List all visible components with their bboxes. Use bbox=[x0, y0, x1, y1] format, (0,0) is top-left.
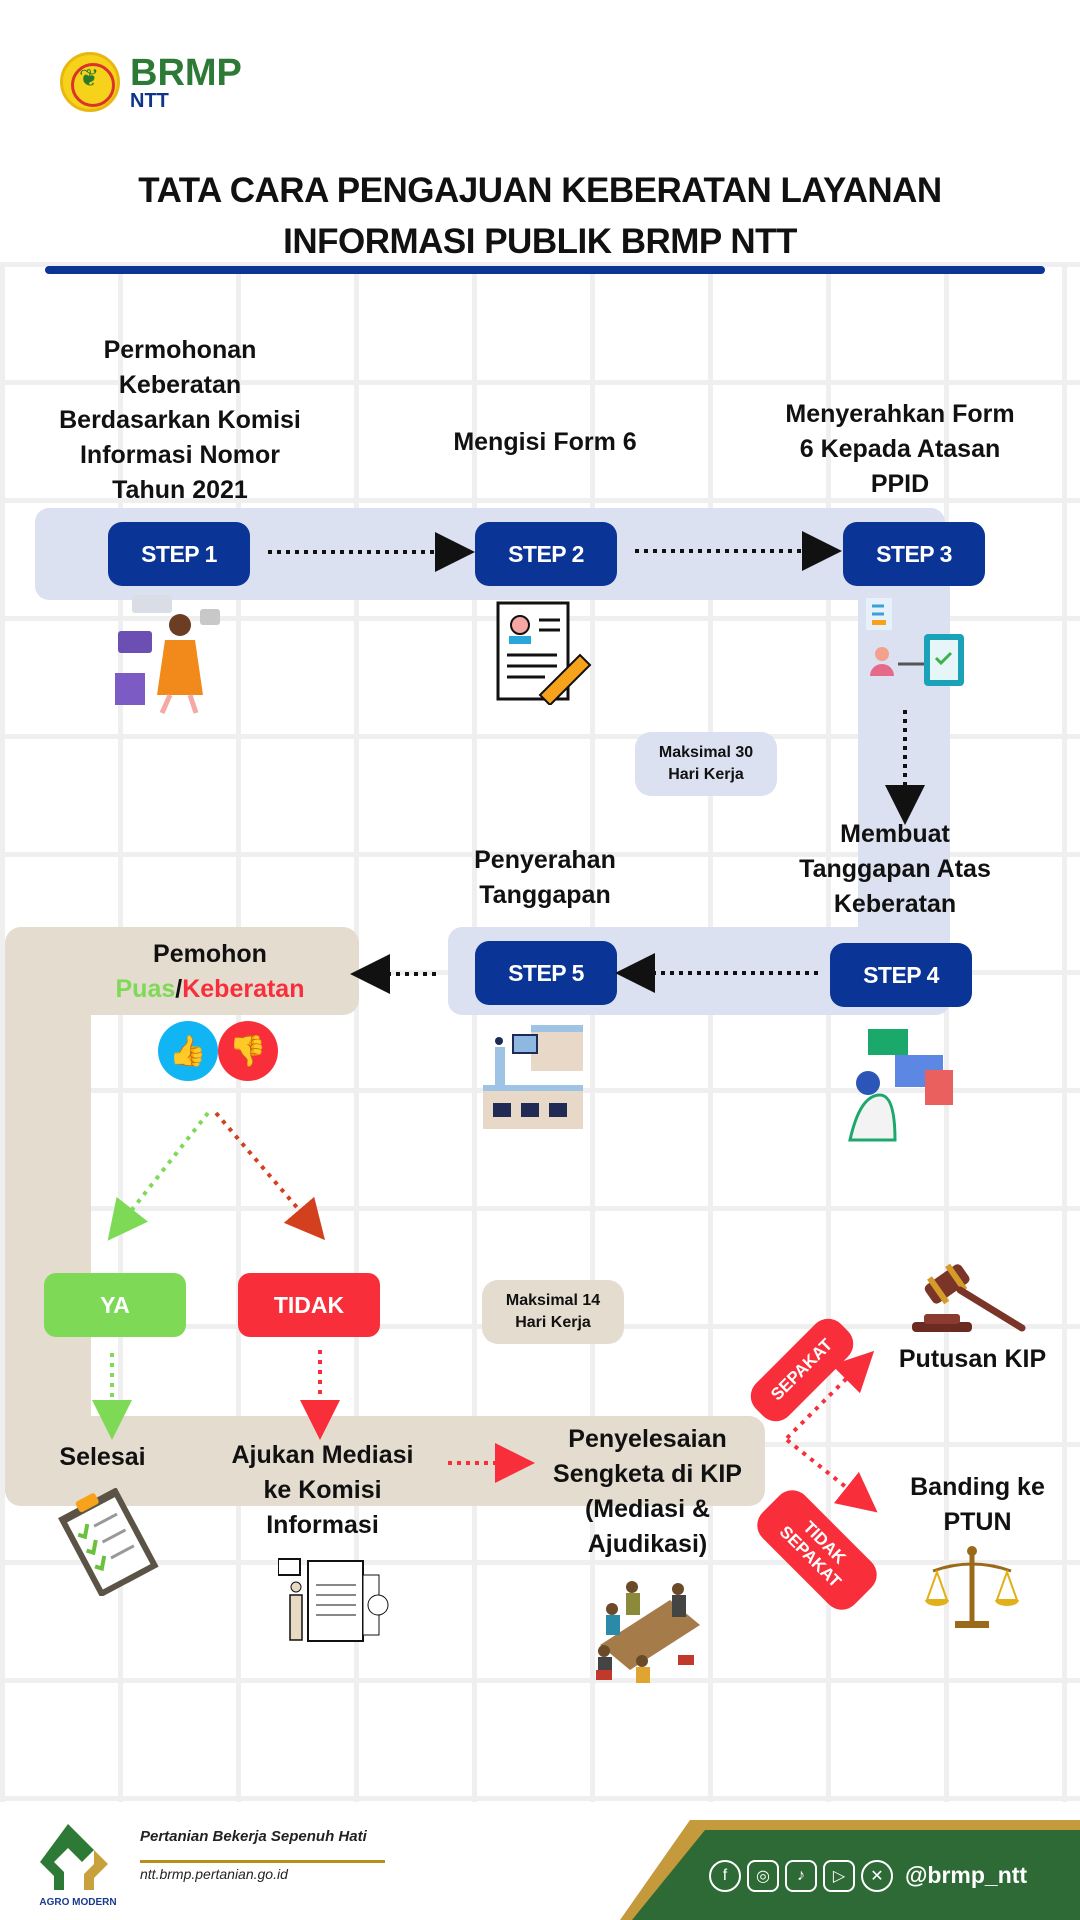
appeal-label: Banding ke PTUN bbox=[880, 1470, 1075, 1540]
yes-option: YA bbox=[44, 1273, 186, 1337]
dispute-line: Penyelesaian bbox=[568, 1425, 727, 1453]
form-pen-icon bbox=[495, 600, 595, 707]
thumbs-down-icon: 👎 bbox=[218, 1021, 278, 1081]
note-line: Maksimal 30 bbox=[658, 744, 754, 761]
logo-brand-text: BRMP bbox=[130, 52, 242, 94]
step1-desc-line: Permohonan bbox=[103, 336, 257, 364]
satisfied-text: Puas bbox=[115, 975, 176, 1003]
step3-desc-line: PPID bbox=[870, 470, 930, 498]
title-line-2: INFORMASI PUBLIK BRMP NTT bbox=[283, 222, 797, 261]
person-to-device-icon bbox=[862, 596, 972, 706]
agro-modern-emblem-icon bbox=[40, 1824, 108, 1894]
step3-desc-line: Menyerahkan Form bbox=[785, 400, 1015, 428]
dispute-line: Sengketa di KIP bbox=[553, 1460, 742, 1488]
step2-description: Mengisi Form 6 bbox=[395, 425, 695, 460]
footer-divider bbox=[140, 1860, 385, 1863]
mediation-line: ke Komisi bbox=[263, 1476, 382, 1504]
agro-label: AGRO MODERN bbox=[39, 1897, 117, 1908]
applicant-label: Pemohon bbox=[153, 940, 267, 968]
man-presenting-document-icon bbox=[277, 1555, 393, 1645]
gavel-icon bbox=[910, 1258, 1030, 1336]
applicant-status: Pemohon Puas/Keberatan bbox=[60, 937, 360, 1007]
logo-region-text: NTT bbox=[130, 90, 169, 112]
step3-description: Menyerahkan Form 6 Kepada Atasan PPID bbox=[750, 397, 1050, 502]
applicant-choice: Puas/Keberatan bbox=[60, 972, 360, 1007]
website-link[interactable]: ntt.brmp.pertanian.go.id bbox=[140, 1866, 288, 1882]
mediation-label: Ajukan Mediasi ke Komisi Informasi bbox=[200, 1438, 445, 1543]
ministry-emblem-icon bbox=[60, 52, 120, 112]
x-icon[interactable]: ✕ bbox=[861, 1860, 893, 1892]
step5-desc-line: Tanggapan bbox=[479, 881, 611, 909]
slogan-text: Pertanian Bekerja Sepenuh Hati bbox=[140, 1828, 367, 1845]
step-5-badge: STEP 5 bbox=[475, 941, 617, 1005]
mediation-line: Informasi bbox=[266, 1511, 379, 1539]
dispute-line: (Mediasi & bbox=[584, 1495, 711, 1523]
note-line: Hari Kerja bbox=[515, 1314, 591, 1331]
step4-desc-line: Tanggapan Atas bbox=[799, 855, 991, 883]
message-exchange-icon bbox=[483, 1017, 585, 1129]
step1-desc-line: Tahun 2021 bbox=[112, 476, 248, 504]
appeal-line: PTUN bbox=[943, 1508, 1012, 1536]
note-line: Maksimal 14 bbox=[505, 1292, 601, 1309]
brmp-logo: ❦ BRMP NTT bbox=[60, 50, 270, 120]
social-band bbox=[620, 1820, 1080, 1920]
separator-text: / bbox=[175, 975, 183, 1003]
step1-desc-line: Informasi Nomor bbox=[79, 441, 281, 469]
step-2-badge: STEP 2 bbox=[475, 522, 617, 586]
appeal-line: Banding ke bbox=[910, 1473, 1045, 1501]
step1-desc-line: Keberatan bbox=[118, 371, 242, 399]
step4-desc-line: Keberatan bbox=[833, 890, 957, 918]
meeting-table-icon bbox=[590, 1575, 705, 1685]
note-line: Hari Kerja bbox=[668, 766, 744, 783]
facebook-icon[interactable]: f bbox=[709, 1860, 741, 1892]
objection-text: Keberatan bbox=[182, 975, 305, 1003]
kip-decision-label: Putusan KIP bbox=[898, 1345, 1047, 1373]
rice-plant-icon: ❦ bbox=[78, 65, 100, 92]
step5-desc-line: Penyerahan bbox=[474, 846, 616, 874]
step4-desc-line: Membuat bbox=[840, 820, 950, 848]
dispute-line: Ajudikasi) bbox=[587, 1530, 708, 1558]
instagram-icon[interactable]: ◎ bbox=[747, 1860, 779, 1892]
step1-desc-line: Berdasarkan Komisi bbox=[59, 406, 301, 434]
title-line-1: TATA CARA PENGAJUAN KEBERATAN LAYANAN bbox=[138, 171, 942, 210]
tiktok-icon[interactable]: ♪ bbox=[785, 1860, 817, 1892]
step1-description: Permohonan Keberatan Berdasarkan Komisi … bbox=[30, 333, 330, 508]
done-label: Selesai bbox=[59, 1443, 146, 1471]
max-14-days-note: Maksimal 14 Hari Kerja bbox=[482, 1280, 624, 1344]
step5-description: Penyerahan Tanggapan bbox=[395, 843, 695, 913]
step2-desc-line: Mengisi Form 6 bbox=[453, 428, 637, 456]
step-3-badge: STEP 3 bbox=[843, 522, 985, 586]
step3-desc-line: 6 Kepada Atasan bbox=[799, 435, 1001, 463]
thumbs-up-icon: 👍 bbox=[158, 1021, 218, 1081]
woman-reviewing-documents-icon bbox=[840, 1025, 955, 1150]
mediation-line: Ajukan Mediasi bbox=[231, 1441, 414, 1469]
step-1-badge: STEP 1 bbox=[108, 522, 250, 586]
agro-modern-logo: AGRO MODERN bbox=[38, 1820, 118, 1910]
social-handle[interactable]: @brmp_ntt bbox=[905, 1862, 1028, 1888]
step4-description: Membuat Tanggapan Atas Keberatan bbox=[745, 817, 1045, 922]
step-4-badge: STEP 4 bbox=[830, 943, 972, 1007]
title-divider bbox=[45, 266, 1045, 274]
page-title: TATA CARA PENGAJUAN KEBERATAN LAYANAN IN… bbox=[60, 165, 1020, 267]
youtube-icon[interactable]: ▷ bbox=[823, 1860, 855, 1892]
no-option: TIDAK bbox=[238, 1273, 380, 1337]
woman-presenting-icon bbox=[110, 595, 225, 715]
scales-of-justice-icon bbox=[925, 1545, 1020, 1630]
dispute-resolution-label: Penyelesaian Sengketa di KIP (Mediasi & … bbox=[525, 1422, 770, 1562]
checklist-clipboard-icon bbox=[55, 1487, 160, 1598]
max-30-days-note: Maksimal 30 Hari Kerja bbox=[635, 732, 777, 796]
